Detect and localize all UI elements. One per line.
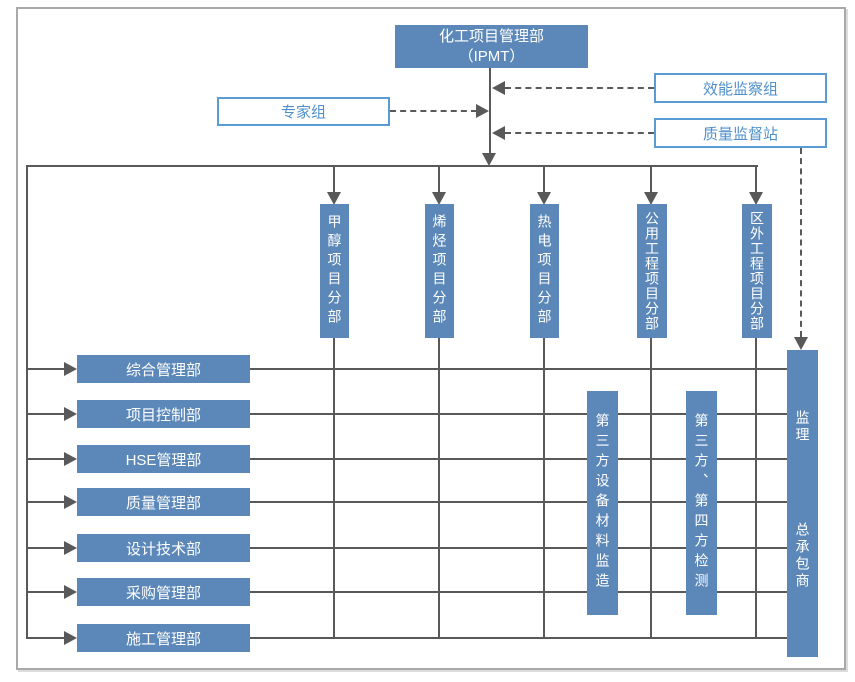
department-box-project-control: 项目控制部 — [77, 400, 250, 428]
arrow-down-methanol — [327, 192, 341, 205]
department-box-procurement: 采购管理部 — [77, 578, 250, 606]
root-box-title-line2: （IPMT） — [458, 47, 525, 65]
arrow-right-row7 — [64, 631, 77, 645]
arrow-left-efficiency — [492, 81, 505, 95]
arrow-right-row6 — [64, 585, 77, 599]
root-box-title-line1: 化工项目管理部 — [438, 27, 544, 45]
arrow-left-quality — [492, 126, 505, 140]
third-party-equipment-supervision-label: 第三方设备材料监造 — [594, 413, 611, 593]
arrow-right-row5 — [64, 541, 77, 555]
department-box-quality: 质量管理部 — [77, 488, 250, 516]
division-box-olefins: 烯烃项目分部 — [425, 204, 454, 338]
connector-efficiency-dashed — [505, 87, 654, 89]
connector-row7-stub — [27, 637, 65, 639]
arrow-down-utilities — [644, 192, 658, 205]
department-label-design-tech: 设计技术部 — [125, 540, 201, 558]
connector-root-trunk — [489, 68, 491, 154]
connector-stem-utilities — [650, 338, 652, 639]
connector-stem-outside — [755, 338, 757, 639]
arrow-down-to-contractor — [794, 337, 808, 350]
arrow-down-to-bus — [482, 153, 496, 166]
connector-row1-line — [250, 368, 787, 370]
connector-drop-utilities — [650, 165, 652, 194]
department-label-hse: HSE管理部 — [125, 451, 202, 469]
arrow-right-row3 — [64, 452, 77, 466]
arrow-down-outside — [749, 192, 763, 205]
department-label-quality: 质量管理部 — [125, 494, 201, 512]
connector-row7-line — [250, 637, 787, 639]
third-fourth-party-inspection-box: 第三方、第四方检测 — [686, 391, 717, 615]
department-label-procurement: 采购管理部 — [125, 584, 201, 602]
connector-row1-stub — [27, 368, 65, 370]
arrow-right-expert — [476, 104, 489, 118]
connector-quality-to-contractor-dashed — [800, 148, 802, 337]
division-label-methanol: 甲醇项目分部 — [326, 214, 343, 328]
connector-expert-dashed — [390, 110, 477, 112]
efficiency-supervision-group-label: 效能监察组 — [702, 80, 778, 98]
connector-drop-olefins — [438, 165, 440, 194]
connector-row5-line — [250, 547, 787, 549]
efficiency-supervision-group-box: 效能监察组 — [654, 73, 827, 103]
division-label-olefins: 烯烃项目分部 — [431, 214, 448, 328]
quality-supervision-station-label: 质量监督站 — [702, 125, 778, 143]
connector-drop-methanol — [333, 165, 335, 194]
connector-top-bus — [27, 165, 758, 167]
division-label-outside-area: 区外工程项目分部 — [749, 211, 765, 331]
department-box-design-tech: 设计技术部 — [77, 534, 250, 562]
connector-row3-line — [250, 458, 787, 460]
arrow-right-row4 — [64, 495, 77, 509]
supervisor-label: 监理 — [794, 410, 811, 444]
division-box-methanol: 甲醇项目分部 — [320, 204, 349, 338]
department-box-construction: 施工管理部 — [77, 624, 250, 652]
connector-quality-dashed — [505, 132, 654, 134]
connector-drop-thermal — [543, 165, 545, 194]
connector-row2-stub — [27, 413, 65, 415]
department-label-project-control: 项目控制部 — [125, 406, 201, 424]
supervisor-contractor-box: 监理 总承包商 — [787, 350, 818, 657]
expert-group-box: 专家组 — [217, 97, 390, 126]
connector-stem-olefins — [438, 338, 440, 639]
third-fourth-party-inspection-label: 第三方、第四方检测 — [693, 413, 710, 593]
department-box-hse: HSE管理部 — [77, 445, 250, 473]
department-label-general-admin: 综合管理部 — [125, 361, 201, 379]
arrow-right-row1 — [64, 362, 77, 376]
connector-row2-line — [250, 413, 787, 415]
expert-group-label: 专家组 — [280, 104, 326, 121]
connector-stem-methanol — [333, 338, 335, 639]
third-party-equipment-supervision-box: 第三方设备材料监造 — [587, 391, 618, 615]
connector-row4-stub — [27, 501, 65, 503]
arrow-down-thermal — [537, 192, 551, 205]
connector-drop-outside — [755, 165, 757, 194]
connector-row6-stub — [27, 591, 65, 593]
connector-row5-stub — [27, 547, 65, 549]
root-box-ipmt: 化工项目管理部 （IPMT） — [395, 25, 588, 68]
general-contractor-label: 总承包商 — [794, 522, 811, 590]
department-box-general-admin: 综合管理部 — [77, 355, 250, 383]
connector-row6-line — [250, 591, 787, 593]
division-label-utilities: 公用工程项目分部 — [644, 211, 660, 331]
division-box-utilities: 公用工程项目分部 — [637, 204, 667, 338]
quality-supervision-station-box: 质量监督站 — [654, 118, 827, 148]
division-label-thermal-power: 热电项目分部 — [536, 214, 553, 328]
chart-outer-frame — [16, 7, 846, 670]
division-box-outside-area: 区外工程项目分部 — [742, 204, 772, 338]
department-label-construction: 施工管理部 — [125, 630, 201, 648]
connector-row3-stub — [27, 458, 65, 460]
division-box-thermal-power: 热电项目分部 — [530, 204, 559, 338]
connector-stem-thermal — [543, 338, 545, 639]
connector-left-spine — [26, 165, 28, 639]
connector-row4-line — [250, 501, 787, 503]
arrow-down-olefins — [432, 192, 446, 205]
arrow-right-row2 — [64, 407, 77, 421]
